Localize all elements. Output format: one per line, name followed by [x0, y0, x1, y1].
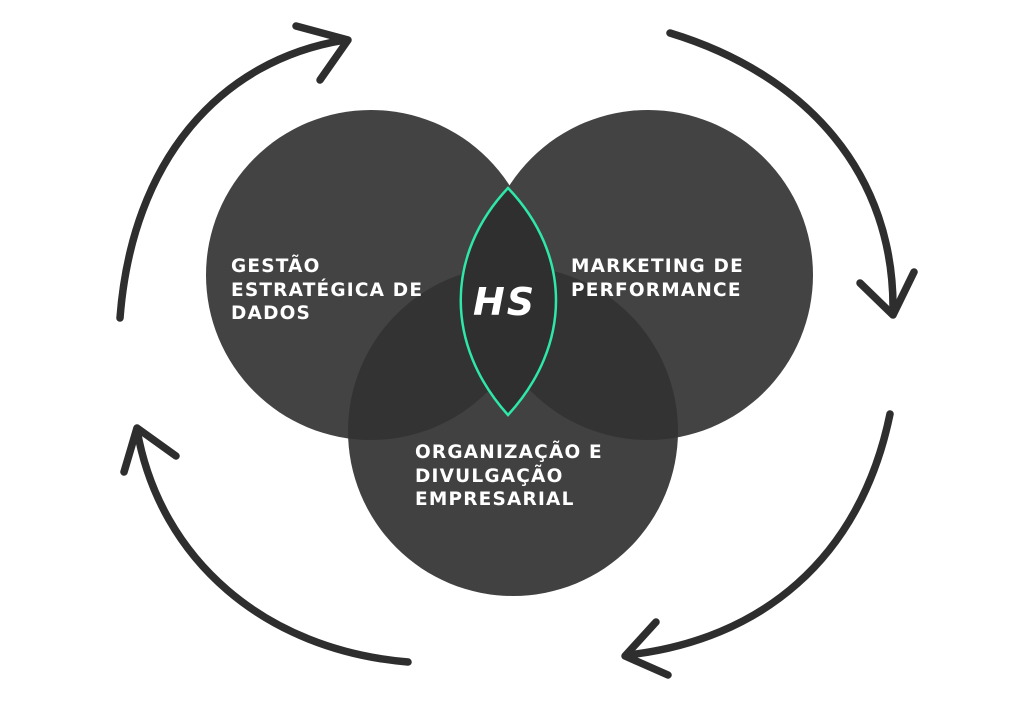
label-line: Dados	[231, 303, 312, 324]
arrowhead-bottom-left	[120, 424, 180, 476]
circle-organizacao-divulgacao	[348, 266, 678, 596]
cycle-arrow-bottom-left	[133, 426, 412, 666]
cycle-arrow-bottom	[624, 410, 894, 659]
label-marketing-performance: Marketing de Performance	[571, 255, 744, 302]
label-line: Estratégica de	[231, 279, 424, 301]
label-line: Divulgação	[415, 465, 564, 487]
label-organizacao-divulgacao: Organização e Divulgação Empresarial	[415, 441, 603, 512]
label-gestao-estrategica: Gestão Estratégica de Dados	[231, 255, 423, 326]
cycle-arrow-right	[666, 29, 897, 316]
arrowhead-right	[856, 268, 918, 319]
label-line: Performance	[571, 279, 742, 301]
arrowhead-bottom	[621, 618, 672, 679]
center-lens-outline	[459, 186, 558, 417]
cycle-arrow-top-left	[116, 36, 349, 322]
center-logo-hs: HS	[473, 280, 537, 324]
label-line: Organização e	[415, 442, 603, 463]
arrowhead-top-left	[292, 22, 352, 84]
label-line: Gestão	[231, 256, 321, 277]
label-line: Empresarial	[415, 489, 575, 510]
label-line: Marketing de	[571, 256, 744, 277]
